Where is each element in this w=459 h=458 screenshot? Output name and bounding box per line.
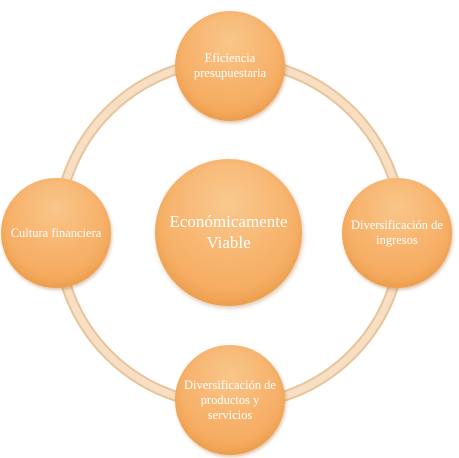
node-cultura-financiera: Cultura financiera <box>1 178 111 288</box>
node-diversificacion-productos: Diversificación de productos y servicios <box>175 345 285 455</box>
node-label-bottom: Diversificación de productos y servicios <box>184 377 276 422</box>
node-label-top: Eficiencia presupuestaria <box>193 51 267 80</box>
node-label-left: Cultura financiera <box>10 225 102 240</box>
center-node: Económicamente Viable <box>155 159 302 306</box>
node-eficiencia-presupuestaria: Eficiencia presupuestaria <box>175 11 285 121</box>
center-node-label: Económicamente Viable <box>169 212 288 252</box>
node-diversificacion-ingresos: Diversificación de ingresos <box>342 178 452 288</box>
node-label-right: Diversificación de ingresos <box>351 218 443 247</box>
